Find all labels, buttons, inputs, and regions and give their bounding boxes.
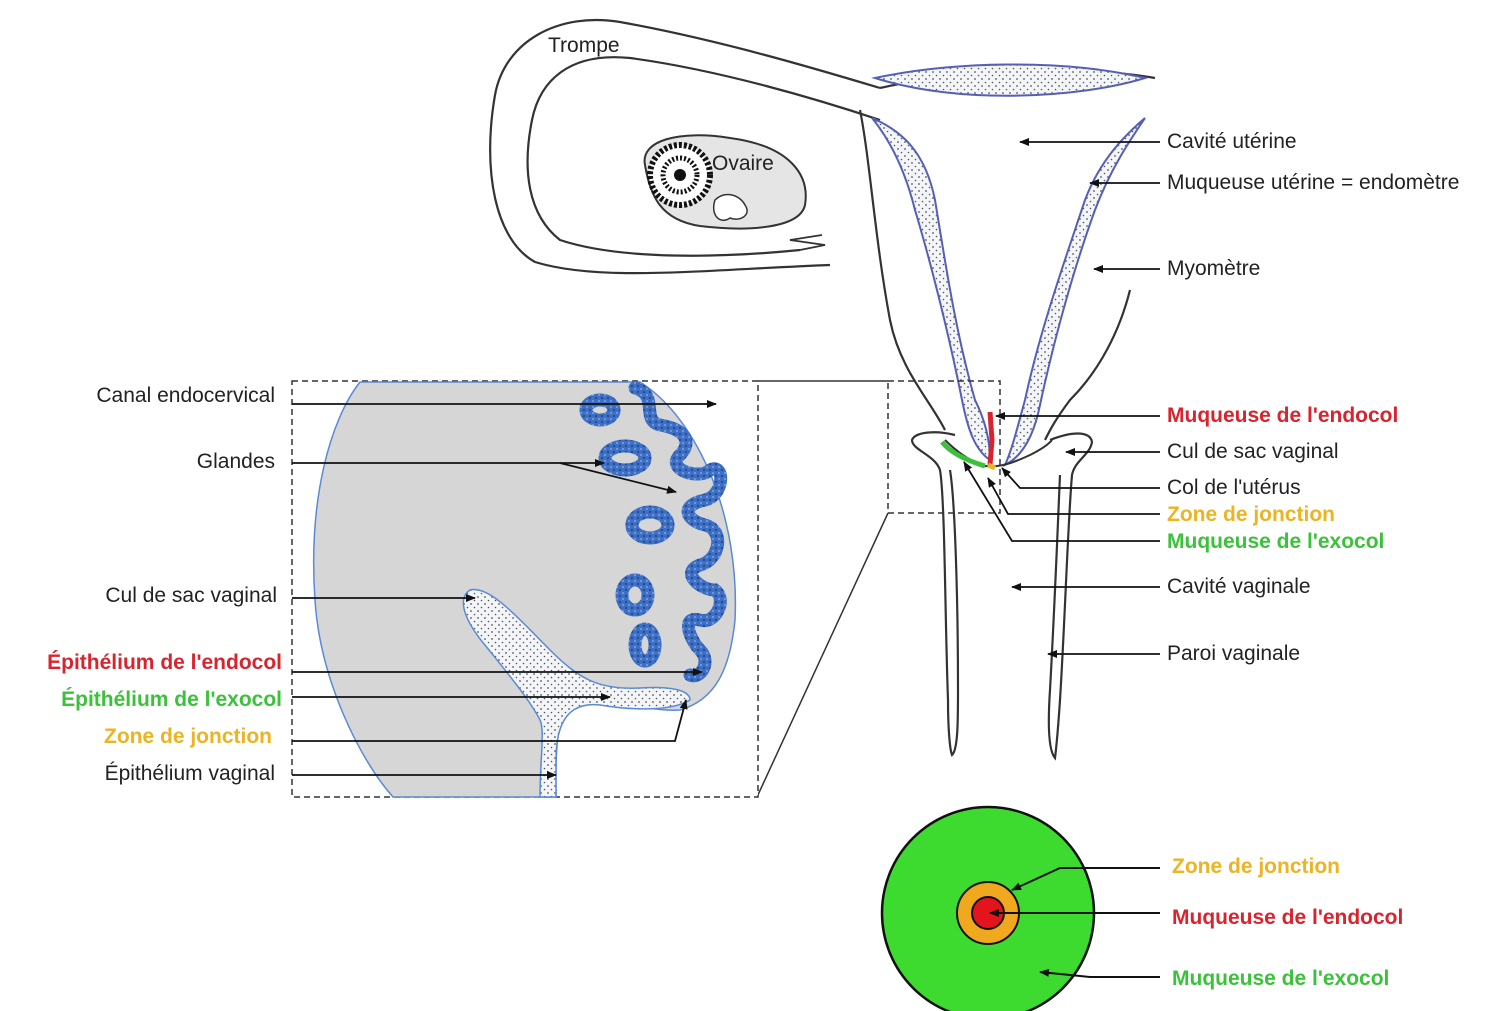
label-zone-jonction-left: Zone de jonction <box>104 725 272 749</box>
label-zone-jonction-right: Zone de jonction <box>1167 503 1335 527</box>
label-muqueuse-exocol-right: Muqueuse de l'exocol <box>1167 530 1384 554</box>
label-epithelium-exocol: Épithélium de l'exocol <box>61 688 282 712</box>
label-paroi-vaginale: Paroi vaginale <box>1167 642 1300 666</box>
right-arrows <box>964 142 1160 654</box>
label-cul-de-sac-vaginal-right: Cul de sac vaginal <box>1167 440 1339 464</box>
label-circle-muqueuse-exocol: Muqueuse de l'exocol <box>1172 967 1389 991</box>
junction-zone-line <box>988 465 995 468</box>
ovary <box>645 135 806 228</box>
label-cavite-vaginale: Cavité vaginale <box>1167 575 1311 599</box>
label-col-uterus: Col de l'utérus <box>1167 476 1301 500</box>
label-cul-de-sac-vaginal-left: Cul de sac vaginal <box>105 584 277 608</box>
label-myometre: Myomètre <box>1167 257 1260 281</box>
label-trompe: Trompe <box>548 34 620 58</box>
uterus <box>860 64 1155 465</box>
label-canal-endocervical: Canal endocervical <box>96 384 275 408</box>
label-epithelium-vaginal: Épithélium vaginal <box>105 762 275 786</box>
label-glandes: Glandes <box>197 450 275 474</box>
label-circle-muqueuse-endocol: Muqueuse de l'endocol <box>1172 906 1403 930</box>
vagina <box>912 412 1092 758</box>
magnified-cervix-panel <box>292 381 758 797</box>
label-circle-zone-jonction: Zone de jonction <box>1172 855 1340 879</box>
label-ovaire: Ovaire <box>712 152 774 176</box>
label-cavite-uterine: Cavité utérine <box>1167 130 1297 154</box>
endocol-mucosa-line <box>990 412 992 465</box>
cervix-cross-section <box>882 807 1094 1011</box>
label-muqueuse-uterine: Muqueuse utérine = endomètre <box>1167 171 1459 195</box>
label-muqueuse-endocol: Muqueuse de l'endocol <box>1167 404 1398 428</box>
label-epithelium-endocol: Épithélium de l'endocol <box>47 651 282 675</box>
